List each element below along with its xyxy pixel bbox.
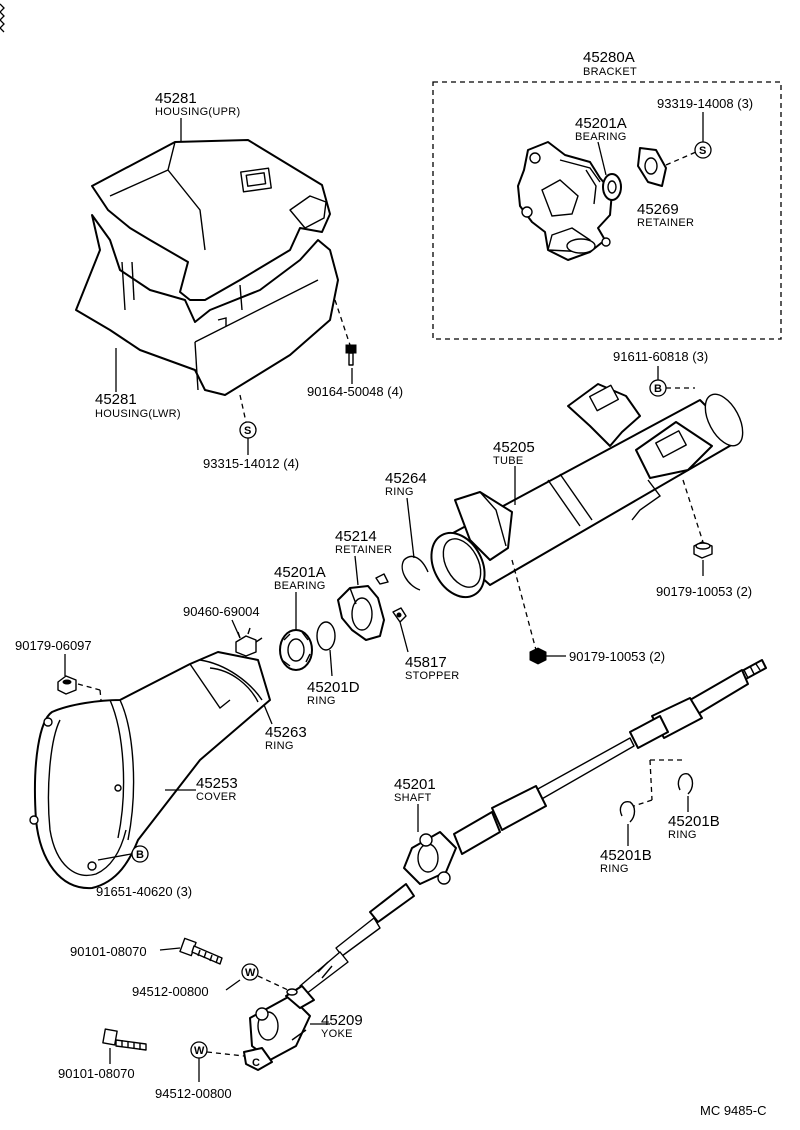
retainer-45214-name: RETAINER [335, 544, 392, 556]
nut-cover-number: 90179-06097 [15, 638, 92, 653]
bracket-name: BRACKET [583, 66, 637, 78]
cover-part [29, 651, 271, 890]
bolt-yoke-lower-number: 90101-08070 [58, 1066, 135, 1081]
w-symbol-upper [241, 963, 259, 981]
s-symbol-bracket-text: S [699, 145, 706, 157]
s-symbol-housing-text: S [244, 425, 251, 437]
housing-lwr-name: HOUSING(LWR) [95, 408, 181, 420]
stopper-number: 45817 [405, 654, 447, 671]
nut-90460-part [235, 627, 263, 657]
bearing-lower-number: 45201A [274, 564, 326, 581]
shaft-name: SHAFT [394, 792, 432, 804]
bolt-tube-top-number: 91611-60818 (3) [613, 349, 708, 364]
bolt-yoke-upper-part [179, 937, 223, 965]
retainer-upper-part [637, 147, 667, 187]
bearing-upper-number: 45201A [575, 115, 627, 132]
washer-lower-number: 94512-00800 [155, 1086, 232, 1101]
housing-upr-number: 45281 [155, 90, 197, 107]
ring-45201d-number: 45201D [307, 679, 360, 696]
ring-45201b-left-part [619, 801, 636, 823]
yoke-part: C [243, 985, 315, 1071]
ring-45201b-right-name: RING [668, 829, 697, 841]
screw-housing-number: 93315-14012 (4) [203, 456, 299, 471]
housing-lwr-number: 45281 [95, 391, 137, 408]
ring-45201b-left-number: 45201B [600, 847, 652, 864]
housing-assembly-part [75, 139, 339, 396]
yoke-c-mark: C [252, 1057, 260, 1069]
cover-number: 45253 [196, 775, 238, 792]
bolt-cover-number: 91651-40620 (3) [96, 884, 192, 899]
bracket-number: 45280A [583, 49, 635, 66]
b-symbol-cover [131, 845, 149, 863]
nut-tube-right-part [693, 541, 713, 559]
retainer-45214-part [337, 573, 389, 641]
bracket-part [517, 141, 613, 261]
nut-tube-right-number: 90179-10053 (2) [656, 584, 752, 599]
tube-number: 45205 [493, 439, 535, 456]
ring-45201b-left-name: RING [600, 863, 629, 875]
nut-tube-lower-part [529, 647, 547, 665]
retainer-upper-name: RETAINER [637, 217, 694, 229]
bracket-dashed-frame [432, 81, 782, 340]
ring-45201d-name: RING [307, 695, 336, 707]
shaft-part [299, 659, 767, 995]
bearing-lower-name: BEARING [274, 580, 326, 592]
tube-part [430, 383, 744, 599]
tube-name: TUBE [493, 455, 524, 467]
ring-45263-name: RING [265, 740, 294, 752]
bolt-yoke-lower-part [102, 1028, 147, 1051]
housing-upr-name: HOUSING(UPR) [155, 106, 241, 118]
ring-45264-part [401, 555, 429, 591]
yoke-number: 45209 [321, 1012, 363, 1029]
bearing-lower-part [279, 629, 313, 671]
b-symbol-cover-text: B [136, 849, 144, 861]
w-symbol-upper-text: W [245, 967, 256, 979]
stopper-part [392, 607, 407, 623]
ring-45263-number: 45263 [265, 724, 307, 741]
bearing-upper-name: BEARING [575, 131, 627, 143]
b-symbol-tube-text: B [654, 383, 662, 395]
w-symbol-lower-text: W [194, 1045, 205, 1057]
stopper-name: STOPPER [405, 670, 459, 682]
yoke-name: YOKE [321, 1028, 353, 1040]
screw-bracket-number: 93319-14008 (3) [657, 96, 753, 111]
s-symbol-bracket [694, 141, 712, 159]
diagram-code: MC 9485-C [700, 1103, 766, 1118]
ring-45201d-part [316, 621, 336, 651]
ring-45264-number: 45264 [385, 470, 427, 487]
washer-upper-number: 94512-00800 [132, 984, 209, 999]
bolt-yoke-upper-number: 90101-08070 [70, 944, 147, 959]
nut-tube-lower-number: 90179-10053 (2) [569, 649, 665, 664]
ring-45201b-right-part [677, 773, 694, 795]
binder-marks [0, 3, 5, 33]
retainer-45214-number: 45214 [335, 528, 377, 545]
bearing-upper-part [602, 173, 622, 201]
bolt-housing-number: 90164-50048 (4) [307, 384, 403, 399]
nut-cover-part [57, 675, 77, 695]
cover-name: COVER [196, 791, 237, 803]
ring-45201b-right-number: 45201B [668, 813, 720, 830]
shaft-number: 45201 [394, 776, 436, 793]
nut-90460-number: 90460-69004 [183, 604, 260, 619]
ring-45264-name: RING [385, 486, 414, 498]
retainer-upper-number: 45269 [637, 201, 679, 218]
bolt-housing-part [345, 344, 357, 366]
